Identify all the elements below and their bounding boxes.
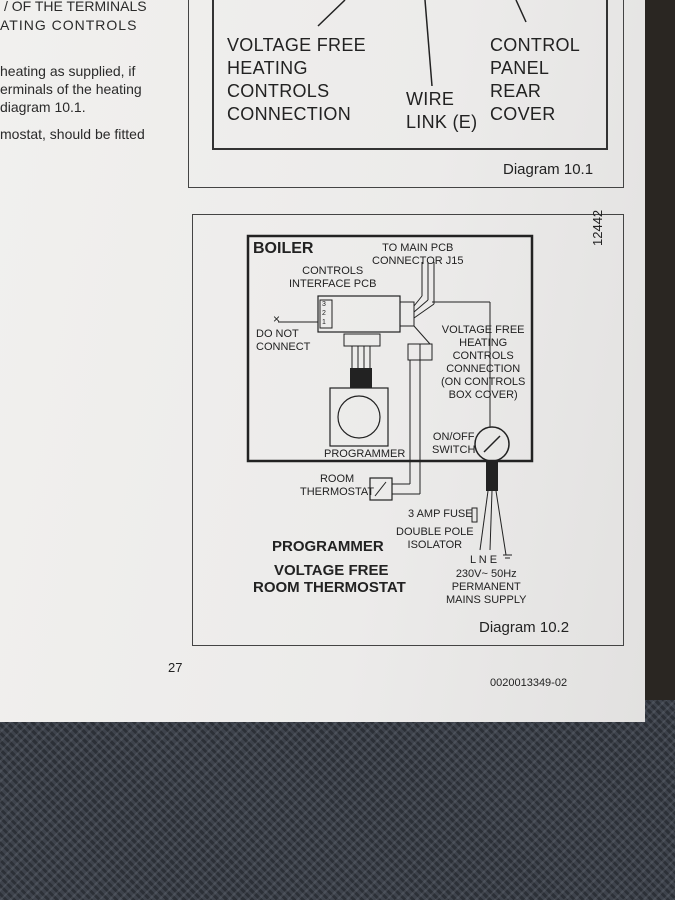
document-code: 0020013349-02 [490, 677, 568, 689]
label-do-not-connect: DO NOT CONNECT [256, 328, 311, 353]
diagram-lines [246, 0, 534, 559]
label-onoff-switch: ON/OFF SWITCH [432, 431, 476, 456]
text-line: erminals of the heating [0, 81, 142, 97]
fabric-texture [0, 700, 675, 900]
diagram-title-thermostat: VOLTAGE FREE [274, 562, 389, 579]
diagram-id-number: 12442 [590, 209, 605, 246]
text-line: ATING CONTROLS [0, 17, 138, 33]
connector-numbers: 3 2 1 [322, 301, 326, 326]
label-voltage-free-connection: VOLTAGE FREE HEATING CONTROLS CONNECTION… [441, 324, 526, 401]
diagram-title-programmer: PROGRAMMER [272, 538, 384, 555]
label-control-panel: CONTROL PANEL REAR COVER [490, 35, 581, 124]
label-lne: L N E [470, 554, 498, 566]
label-controls-interface: CONTROLS INTERFACE PCB [289, 265, 377, 290]
diagram-10-1-caption: Diagram 10.1 [503, 161, 594, 178]
text-line: mostat, should be fitted [0, 126, 145, 142]
label-voltage-free: VOLTAGE FREE HEATING CONTROLS CONNECTION [227, 35, 366, 124]
label-mains-supply: 230V~ 50Hz PERMANENT MAINS SUPPLY [446, 568, 527, 606]
background-shadow [640, 0, 675, 720]
diagram-10-2-caption: Diagram 10.2 [479, 619, 570, 636]
label-wire-link: WIRE LINK (E) [406, 89, 478, 132]
label-to-main-pcb: TO MAIN PCB CONNECTOR J15 [372, 242, 464, 267]
label-isolator: DOUBLE POLE ISOLATOR [396, 526, 474, 551]
text-line: diagram 10.1. [0, 99, 86, 115]
label-programmer: PROGRAMMER [324, 448, 406, 460]
label-boiler: BOILER [253, 240, 314, 257]
manual-page: / OF THE TERMINALS ATING CONTROLS heatin… [0, 0, 645, 722]
label-fuse: 3 AMP FUSE [408, 508, 473, 520]
label-room-thermostat: ROOM THERMOSTAT [300, 473, 375, 498]
x-mark-icon: × [273, 312, 281, 326]
text-line: heating as supplied, if [0, 63, 136, 79]
text-line: / OF THE TERMINALS [4, 0, 147, 14]
diagram-10-1-frame [188, 0, 624, 188]
diagram-10-1-panel [212, 0, 608, 150]
page-number: 27 [168, 660, 183, 675]
diagram-title-room: ROOM THERMOSTAT [253, 579, 406, 596]
fabric-background [0, 700, 675, 900]
diagram-10-2-frame [192, 214, 624, 646]
